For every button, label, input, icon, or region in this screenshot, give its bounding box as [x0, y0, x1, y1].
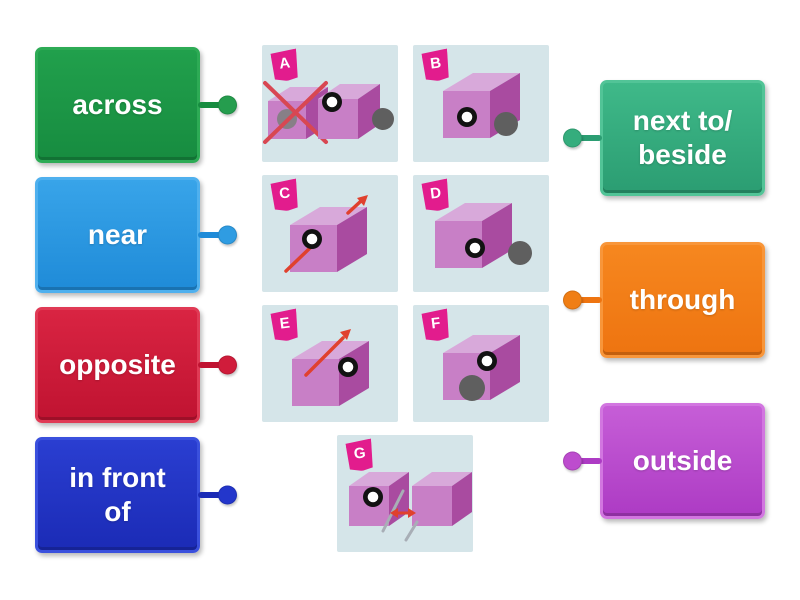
word-card-across[interactable]: across	[35, 47, 237, 163]
word-card-through[interactable]: through	[563, 242, 765, 358]
picture-tile-a: A	[262, 45, 398, 162]
ground-line-icon	[381, 489, 419, 542]
connector-dot[interactable]	[218, 95, 237, 115]
tile-illustration	[292, 329, 369, 406]
tile-letter-badge: D	[421, 179, 451, 213]
connector-dot[interactable]	[218, 355, 237, 375]
arrow-icon	[284, 195, 368, 273]
connector-dot[interactable]	[563, 451, 582, 471]
arrow-icon	[304, 329, 351, 377]
marker-dot[interactable]	[363, 487, 383, 507]
marker-dot[interactable]	[302, 229, 322, 249]
word-card-opposite[interactable]: opposite	[35, 307, 237, 423]
connector-dot[interactable]	[218, 485, 237, 505]
cube-icon	[290, 207, 367, 272]
word-card-label: through	[629, 283, 736, 315]
tile-illustration	[263, 81, 394, 144]
tile-letter-badge: E	[270, 309, 300, 343]
connector-stub	[577, 297, 602, 303]
picture-tile-d: D	[413, 175, 549, 292]
word-card-label: next to/ beside	[632, 104, 733, 170]
tile-illustration	[284, 195, 368, 273]
marker-dot[interactable]	[457, 107, 477, 127]
tile-illustration	[443, 73, 520, 138]
marker-dot[interactable]	[477, 351, 497, 371]
tile-letter-badge: C	[270, 179, 300, 213]
connector-dot[interactable]	[218, 225, 237, 245]
double-arrow-icon	[390, 508, 416, 518]
ball-icon	[508, 241, 532, 265]
marker-dot[interactable]	[322, 92, 342, 112]
word-card-in-front-of[interactable]: in front of	[35, 437, 237, 553]
tile-illustration	[349, 472, 472, 542]
marker-dot[interactable]	[338, 357, 358, 377]
word-card-label: near	[87, 218, 148, 250]
word-card-label: opposite	[59, 348, 176, 380]
picture-tile-e: E	[262, 305, 398, 422]
ball-icon	[372, 108, 394, 130]
connector-dot[interactable]	[563, 290, 582, 310]
ball-icon	[494, 112, 518, 136]
connector-stub	[198, 102, 223, 108]
picture-tile-c: C	[262, 175, 398, 292]
picture-tile-b: B	[413, 45, 549, 162]
ball-icon	[459, 375, 485, 401]
tile-letter-badge: G	[345, 439, 375, 473]
connector-stub	[198, 232, 223, 238]
tile-letter-badge: F	[421, 309, 451, 343]
picture-tile-f: F	[413, 305, 549, 422]
word-card-label: in front of	[69, 461, 166, 527]
cross-out-icon	[263, 81, 328, 144]
connector-stub	[577, 458, 602, 464]
connector-dot[interactable]	[563, 128, 582, 148]
connector-stub	[198, 362, 223, 368]
tile-letter-badge: B	[421, 49, 451, 83]
word-card-label: across	[72, 88, 163, 120]
word-card-near[interactable]: near	[35, 177, 237, 293]
cube-icon	[435, 203, 512, 268]
picture-tile-g: G	[337, 435, 473, 552]
word-card-next-to-beside[interactable]: next to/ beside	[563, 80, 765, 196]
word-card-label: outside	[632, 444, 733, 476]
tile-letter-badge: A	[270, 49, 300, 83]
cube-icon	[412, 472, 472, 526]
tile-illustration	[435, 203, 532, 268]
word-card-outside[interactable]: outside	[563, 403, 765, 519]
connector-stub	[198, 492, 223, 498]
tile-illustration	[443, 335, 520, 401]
connector-stub	[577, 135, 602, 141]
marker-dot[interactable]	[465, 238, 485, 258]
